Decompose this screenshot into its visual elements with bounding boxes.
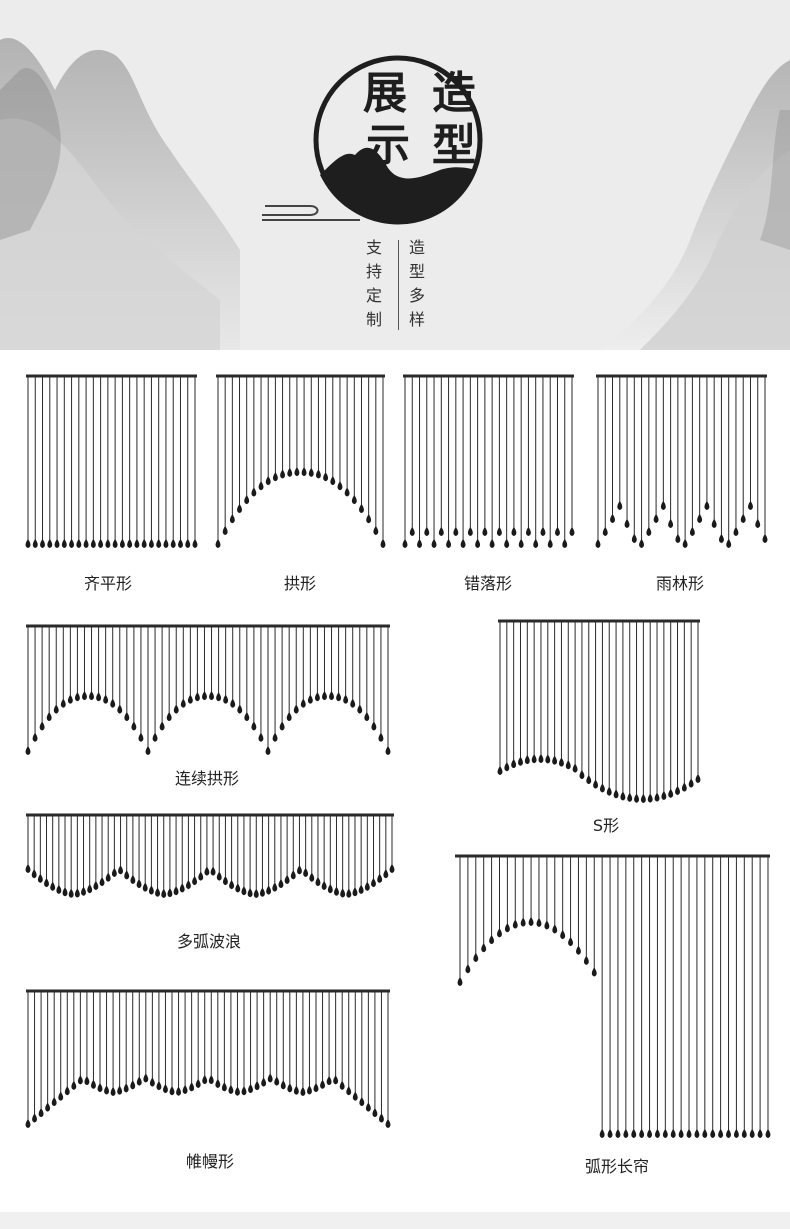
style-label-arc-long: 弧形长帘 <box>584 1157 649 1176</box>
ink-landscape-illustration <box>0 38 790 350</box>
footer-band <box>0 1212 790 1229</box>
style-label-s-shape: S形 <box>592 816 620 835</box>
style-label-multi-arch: 连续拱形 <box>174 769 239 788</box>
style-label-staggered: 错落形 <box>463 574 512 593</box>
style-label-flat: 齐平形 <box>83 574 132 593</box>
tagline-right: 造型多样 <box>408 238 425 329</box>
title-char-1: 展 <box>363 68 407 119</box>
title-char-2: 造 <box>432 68 476 119</box>
style-label-rain: 雨林形 <box>655 574 704 593</box>
title-char-4: 型 <box>432 120 476 171</box>
title-char-3: 示 <box>366 120 410 171</box>
style-label-waves: 多弧波浪 <box>176 932 241 951</box>
tagline-divider <box>398 240 399 330</box>
style-label-arch: 拱形 <box>283 574 316 593</box>
style-label-drape: 帷幔形 <box>185 1152 234 1171</box>
tagline-left: 支持定制 <box>365 238 382 329</box>
hero-banner: 展 造 示 型 支持定制 造型多样 <box>0 0 790 350</box>
